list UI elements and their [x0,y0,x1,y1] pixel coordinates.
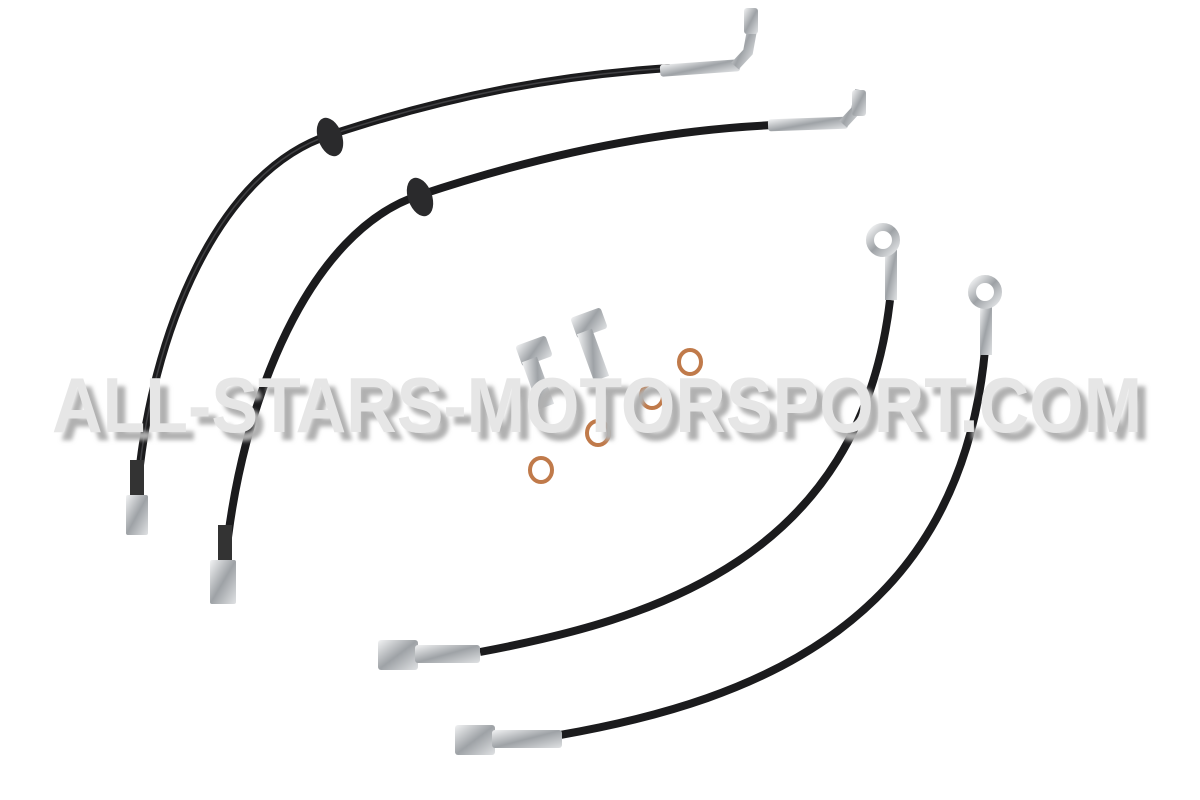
copper-washer [585,419,611,447]
copper-washer [528,456,554,484]
copper-washer [639,382,665,410]
brake-hose-front-left [126,8,758,535]
banjo-bolt [571,308,610,382]
watermark: ALL-STARS-MOTORSPORT.COM [52,361,1142,449]
watermark-text: ALL-STARS-MOTORSPORT.COM [52,361,1142,449]
brake-hose-rear-left [378,223,900,670]
brake-hose-rear-right [455,275,1002,755]
copper-washer [677,348,703,376]
banjo-bolt [516,336,555,410]
brake-hose-front-right [210,89,866,604]
